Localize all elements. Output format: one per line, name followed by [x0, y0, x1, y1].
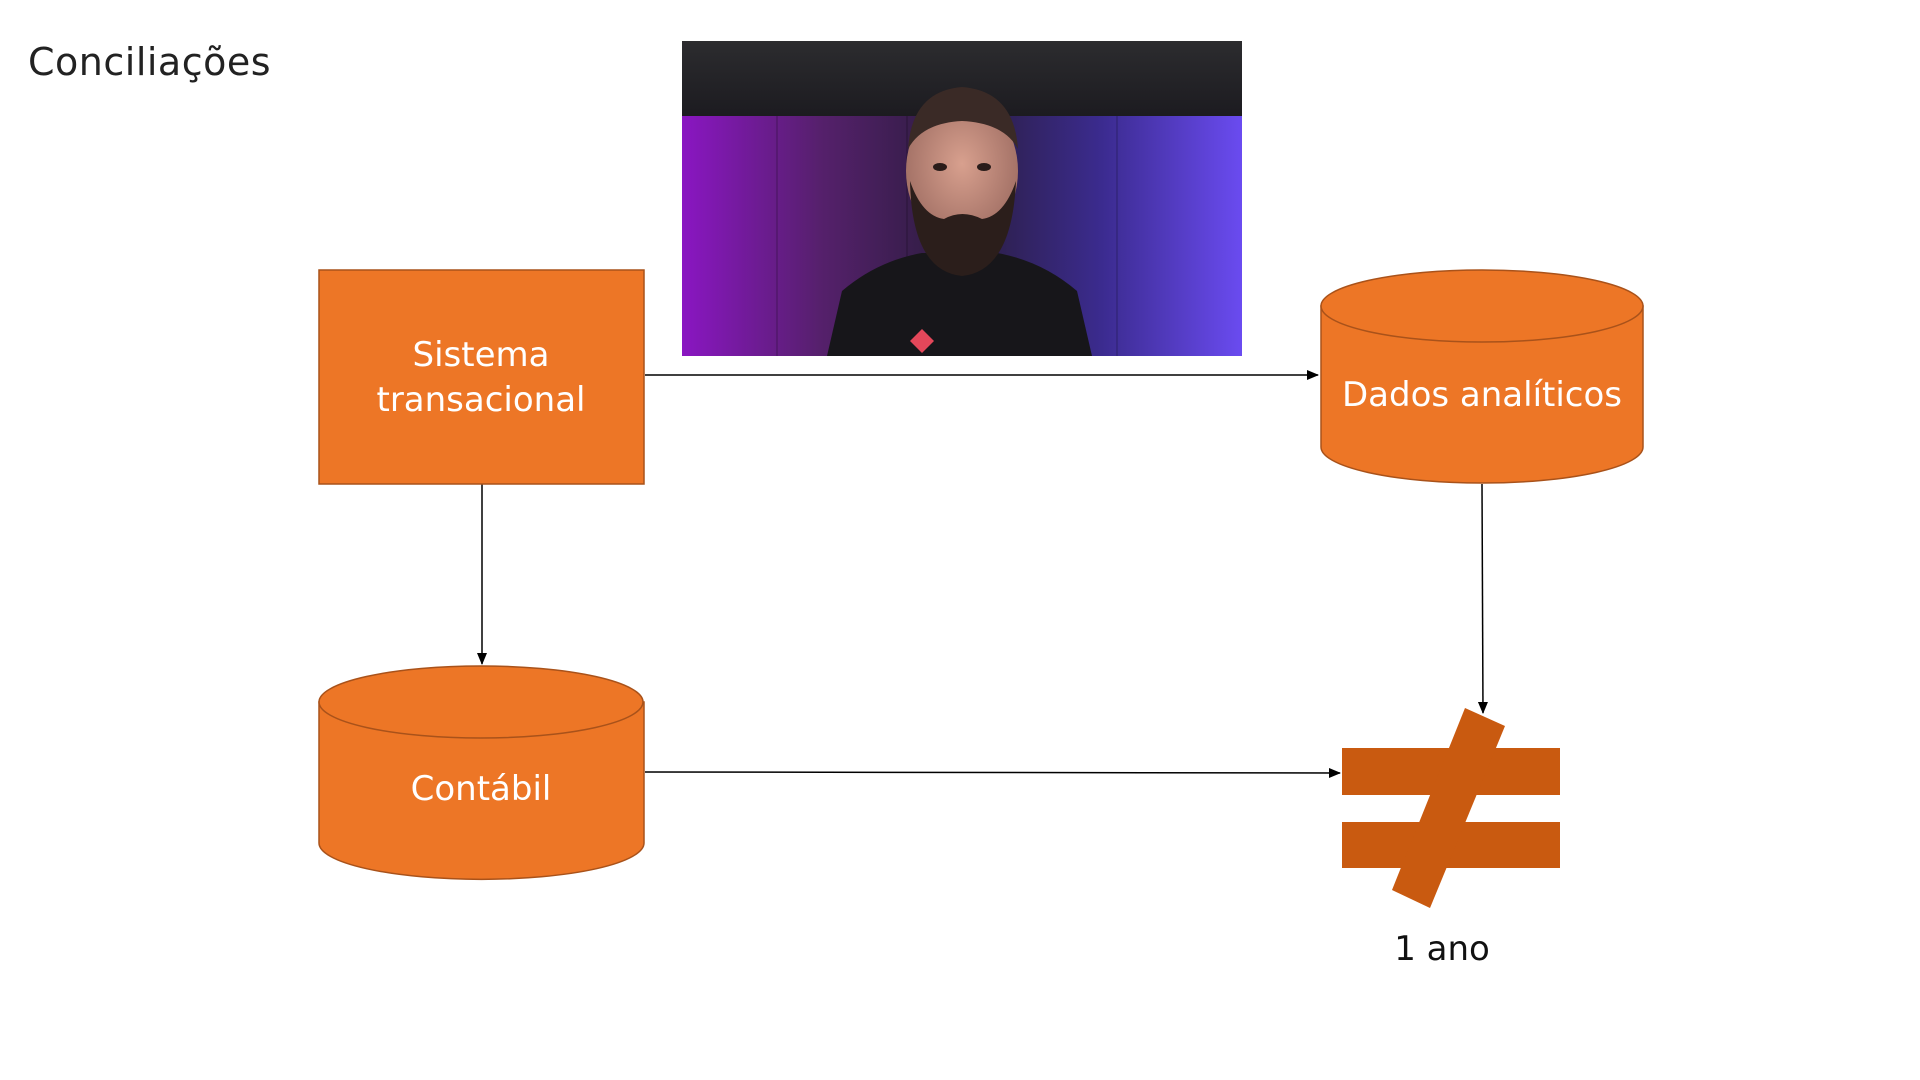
edge-analytics-to-not-equal: [1477, 483, 1488, 714]
slide-title: Conciliações: [28, 40, 272, 84]
node-analytics-data: Dados analíticos: [1320, 269, 1644, 484]
not-equal-icon: [1342, 708, 1560, 908]
presenter-video: [682, 41, 1242, 356]
edge-accounting-to-not-equal: [644, 767, 1341, 778]
node-accounting-label: Contábil: [411, 769, 552, 809]
node-transactional-line1: Sistema: [413, 335, 550, 375]
node-analytics-label: Dados analíticos: [1342, 375, 1622, 415]
not-equal-caption: 1 ano: [1394, 929, 1490, 969]
node-transactional-line2: transacional: [376, 380, 585, 420]
node-transactional-system: Sistema transacional: [318, 269, 645, 485]
node-accounting: Contábil: [318, 665, 645, 881]
